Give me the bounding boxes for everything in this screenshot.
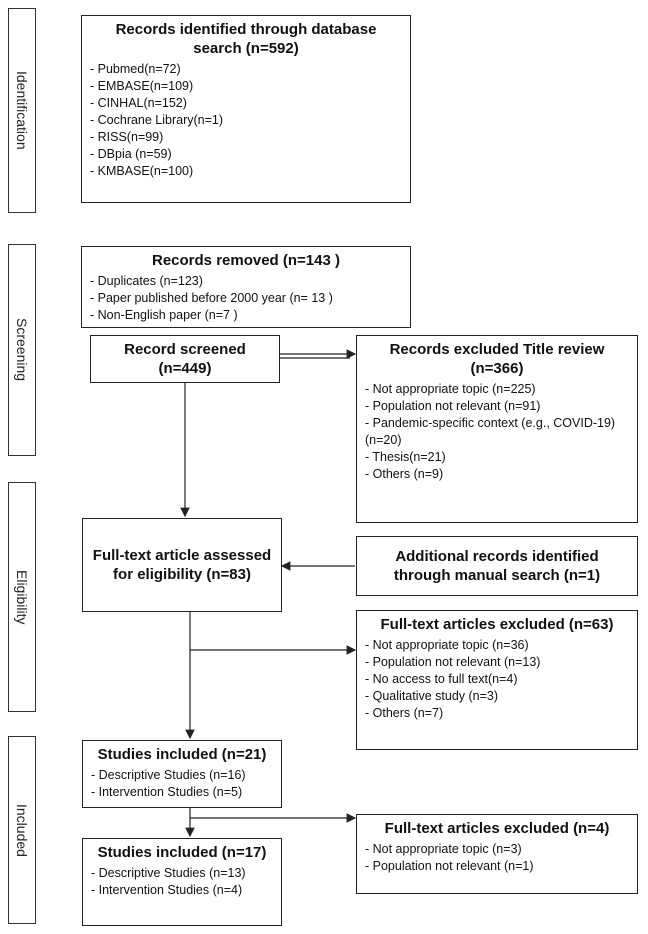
list-item: - Thesis(n=21): [365, 450, 446, 464]
fulltext-excluded-box-2: Full-text articles excluded (n=4) - Not …: [356, 814, 638, 894]
fulltext-excluded-list-2: - Not appropriate topic (n=3) - Populati…: [365, 841, 629, 875]
additional-records-box: Additional records identified through ma…: [356, 536, 638, 596]
list-item: - Descriptive Studies (n=13): [91, 866, 246, 880]
stage-included: Included: [8, 736, 36, 924]
list-item: - Duplicates (n=123): [90, 274, 203, 288]
records-identified-box: Records identified through database sear…: [81, 15, 411, 203]
fulltext-excluded-list-1: - Not appropriate topic (n=36) - Populat…: [365, 637, 629, 722]
additional-records-title: Additional records identified through ma…: [393, 548, 601, 584]
list-item: - Population not relevant (n=1): [365, 859, 534, 873]
studies-included-title-2: Studies included (n=17): [97, 844, 267, 861]
list-item: - Non-English paper (n=7 ): [90, 308, 238, 322]
stage-identification: Identification: [8, 8, 36, 213]
studies-included-box-2: Studies included (n=17) - Descriptive St…: [82, 838, 282, 926]
stage-label: Screening: [14, 318, 30, 382]
list-item: - Population not relevant (n=91): [365, 399, 541, 413]
record-screened-box: Record screened (n=449): [90, 335, 280, 383]
list-item: - EMBASE(n=109): [90, 79, 194, 93]
list-item: - CINHAL(n=152): [90, 96, 187, 110]
studies-included-list-2: - Descriptive Studies (n=13) - Intervent…: [91, 865, 273, 899]
list-item: - Not appropriate topic (n=225): [365, 382, 536, 396]
fulltext-excluded-title-2: Full-text articles excluded (n=4): [384, 820, 610, 837]
list-item: - DBpia (n=59): [90, 147, 172, 161]
records-removed-list: - Duplicates (n=123) - Paper published b…: [90, 273, 402, 324]
list-item: - Not appropriate topic (n=36): [365, 638, 529, 652]
records-removed-box: Records removed (n=143 ) - Duplicates (n…: [81, 246, 411, 328]
fulltext-excluded-title-1: Full-text articles excluded (n=63): [380, 616, 614, 633]
stage-eligibility: Eligibility: [8, 482, 36, 712]
stage-label: Included: [14, 803, 30, 857]
records-identified-list: - Pubmed(n=72) - EMBASE(n=109) - CINHAL(…: [90, 61, 402, 180]
studies-included-box-1: Studies included (n=21) - Descriptive St…: [82, 740, 282, 808]
list-item: - Intervention Studies (n=5): [91, 785, 243, 799]
list-item: - Paper published before 2000 year (n= 1…: [90, 291, 333, 305]
list-item: - Others (n=7): [365, 706, 444, 720]
list-item: - Qualitative study (n=3): [365, 689, 499, 703]
stage-label: Eligibility: [14, 569, 30, 625]
record-screened-title: Record screened (n=449): [124, 341, 246, 377]
list-item: - Population not relevant (n=13): [365, 655, 541, 669]
studies-included-title-1: Studies included (n=21): [97, 746, 267, 763]
fulltext-excluded-box-1: Full-text articles excluded (n=63) - Not…: [356, 610, 638, 750]
list-item: - Others (n=9): [365, 467, 444, 481]
list-item: - Descriptive Studies (n=16): [91, 768, 246, 782]
list-item: - Not appropriate topic (n=3): [365, 842, 522, 856]
list-item: - Pandemic-specific context (e.g., COVID…: [365, 416, 616, 447]
list-item: - Intervention Studies (n=4): [91, 883, 243, 897]
fulltext-assessed-title: Full-text article assessed for eligibili…: [92, 547, 272, 583]
list-item: - No access to full text(n=4): [365, 672, 518, 686]
stage-label: Identification: [14, 71, 30, 150]
records-excluded-title-box: Records excluded Title review (n=366) - …: [356, 335, 638, 523]
list-item: - KMBASE(n=100): [90, 164, 194, 178]
list-item: - Pubmed(n=72): [90, 62, 181, 76]
records-excluded-title: Records excluded Title review (n=366): [389, 341, 605, 377]
records-identified-title: Records identified through database sear…: [115, 21, 377, 57]
list-item: - Cochrane Library(n=1): [90, 113, 224, 127]
stage-screening: Screening: [8, 244, 36, 456]
list-item: - RISS(n=99): [90, 130, 164, 144]
records-excluded-list: - Not appropriate topic (n=225) - Popula…: [365, 381, 629, 483]
studies-included-list-1: - Descriptive Studies (n=16) - Intervent…: [91, 767, 273, 801]
fulltext-assessed-box: Full-text article assessed for eligibili…: [82, 518, 282, 612]
records-removed-title: Records removed (n=143 ): [152, 252, 340, 269]
